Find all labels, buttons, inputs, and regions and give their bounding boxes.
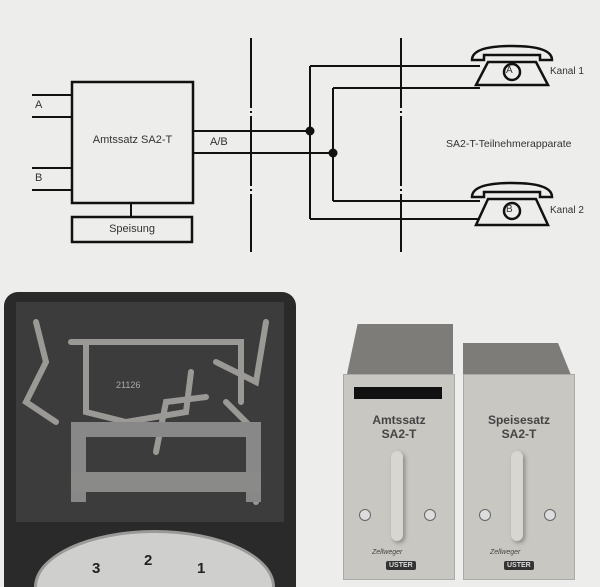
power-supply-label: Speisung xyxy=(109,223,155,235)
screw xyxy=(479,509,491,521)
exchange-module: Amtssatz SA2-T Zellweger USTER xyxy=(343,374,455,580)
module-2-line1: Speisesatz xyxy=(487,413,551,427)
power-module: Speisesatz SA2-T Zellweger USTER xyxy=(463,374,575,580)
screw xyxy=(424,509,436,521)
rotary-dial xyxy=(34,530,275,587)
handle xyxy=(391,451,403,541)
module-slot xyxy=(354,387,442,399)
junction-dot xyxy=(328,148,338,158)
circuit-traces xyxy=(22,319,269,505)
circuit-board: 21126 xyxy=(16,302,284,522)
dial-digit: 2 xyxy=(144,552,153,569)
module-2-line2: SA2-T xyxy=(501,427,537,441)
module-1-line1: Amtssatz xyxy=(372,413,426,427)
dial-digit: 1 xyxy=(197,560,206,577)
channel-2-label: Kanal 2 xyxy=(550,205,584,216)
handle xyxy=(511,451,523,541)
subscriber-sets-label: SA2-T-Teilnehmerapparate xyxy=(446,138,572,150)
exchange-unit-label: Amtssatz SA2-T xyxy=(92,134,173,146)
screw xyxy=(544,509,556,521)
junction-dot xyxy=(305,126,315,136)
signature: Zellweger xyxy=(490,549,521,556)
module-1-line2: SA2-T xyxy=(381,427,417,441)
module-top xyxy=(463,343,571,375)
bus-label: A/B xyxy=(210,136,228,148)
diagram-lines xyxy=(32,38,554,252)
line-b-label: B xyxy=(35,172,43,184)
telephone-b-icon xyxy=(470,181,554,227)
telephone-interior-photo: 21126 3 2 1 xyxy=(4,292,296,587)
board-number: 21126 xyxy=(116,380,141,390)
dial-digit: 3 xyxy=(92,560,101,577)
phone-b-letter: B xyxy=(506,204,513,215)
line-a-label: A xyxy=(35,99,43,111)
brand-badge: USTER xyxy=(504,561,534,570)
brand-badge: USTER xyxy=(386,561,416,570)
signature: Zellweger xyxy=(372,549,403,556)
module-top xyxy=(347,324,453,374)
telephone-a-icon xyxy=(470,44,554,87)
phone-a-letter: A xyxy=(506,65,513,76)
channel-1-label: Kanal 1 xyxy=(550,66,584,77)
screw xyxy=(359,509,371,521)
